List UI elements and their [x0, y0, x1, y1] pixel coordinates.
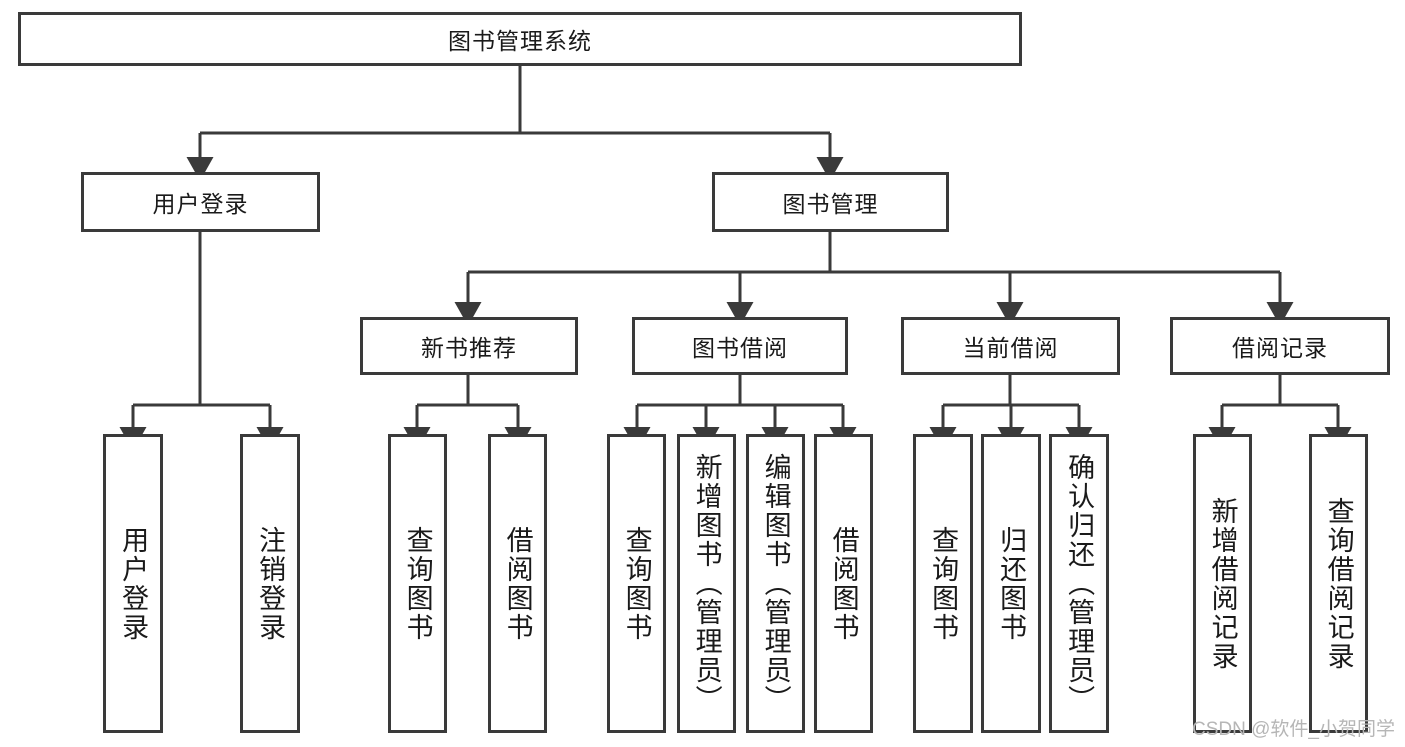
leaf-label: 借阅图书 — [828, 525, 859, 642]
node-book-borrow[interactable]: 图书借阅 — [632, 317, 848, 375]
node-user-login[interactable]: 用户登录 — [81, 172, 320, 232]
node-leaf-current-return[interactable]: 归还图书 — [981, 434, 1041, 733]
node-leaf-current-confirm-return[interactable]: 确认归还（管理员） — [1049, 434, 1109, 733]
leaf-label: 注销登录 — [255, 525, 286, 642]
node-leaf-user-login-logout[interactable]: 注销登录 — [240, 434, 300, 733]
node-root-label: 图书管理系统 — [448, 28, 592, 54]
node-new-book-recommend[interactable]: 新书推荐 — [360, 317, 578, 375]
node-borrow-record[interactable]: 借阅记录 — [1170, 317, 1390, 375]
node-leaf-newbook-borrow[interactable]: 借阅图书 — [488, 434, 547, 733]
leaf-label: 新增借阅记录 — [1207, 496, 1238, 671]
node-borrow-record-label: 借阅记录 — [1232, 335, 1328, 361]
node-leaf-record-add[interactable]: 新增借阅记录 — [1193, 434, 1252, 733]
node-book-management-label: 图书管理 — [782, 191, 879, 217]
node-leaf-borrow-query[interactable]: 查询图书 — [607, 434, 666, 733]
watermark: CSDN @软件_小贺同学 — [1192, 719, 1395, 740]
leaf-label: 查询图书 — [928, 525, 959, 642]
node-book-management[interactable]: 图书管理 — [712, 172, 949, 232]
node-leaf-borrow-edit[interactable]: 编辑图书（管理员） — [746, 434, 805, 733]
node-leaf-borrow-lend[interactable]: 借阅图书 — [814, 434, 873, 733]
leaf-label: 归还图书 — [996, 525, 1027, 642]
node-new-book-recommend-label: 新书推荐 — [421, 335, 517, 361]
node-root[interactable]: 图书管理系统 — [18, 12, 1022, 66]
node-leaf-record-query[interactable]: 查询借阅记录 — [1309, 434, 1368, 733]
leaf-label: 借阅图书 — [502, 525, 533, 642]
node-user-login-label: 用户登录 — [152, 191, 249, 217]
node-current-borrow[interactable]: 当前借阅 — [901, 317, 1120, 375]
node-leaf-user-login-login[interactable]: 用户登录 — [103, 434, 163, 733]
leaf-label: 新增图书（管理员） — [691, 453, 722, 714]
node-leaf-current-query[interactable]: 查询图书 — [913, 434, 973, 733]
leaf-label: 编辑图书（管理员） — [760, 453, 791, 714]
node-book-borrow-label: 图书借阅 — [692, 335, 788, 361]
node-leaf-newbook-query[interactable]: 查询图书 — [388, 434, 447, 733]
leaf-label: 查询图书 — [402, 525, 433, 642]
leaf-label: 查询借阅记录 — [1323, 496, 1354, 671]
node-current-borrow-label: 当前借阅 — [962, 335, 1059, 361]
node-leaf-borrow-add[interactable]: 新增图书（管理员） — [677, 434, 736, 733]
leaf-label: 确认归还（管理员） — [1064, 453, 1095, 714]
leaf-label: 用户登录 — [118, 525, 149, 642]
leaf-label: 查询图书 — [621, 525, 652, 642]
